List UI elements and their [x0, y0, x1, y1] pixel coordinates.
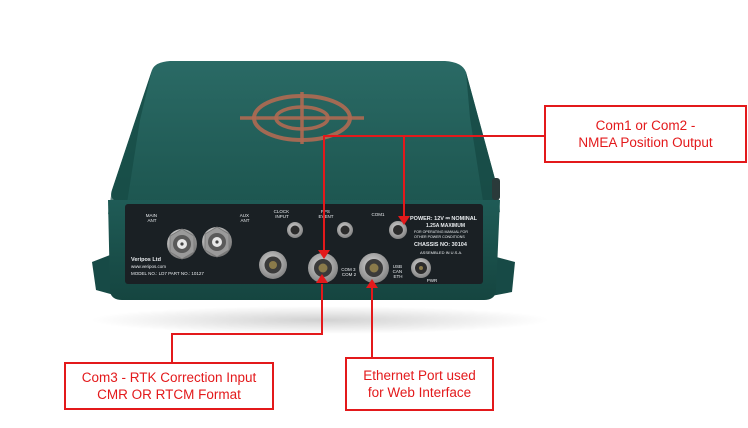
device-shadow: [90, 306, 550, 334]
com1-com2-callout: Com1 or Com2 - NMEA Position Output: [544, 105, 747, 163]
website-text: www.veripos.com: [131, 264, 166, 269]
assembled-text: ASSEMBLED IN U.S.A.: [420, 250, 462, 255]
chassis-number-text: CHASSIS NO: 30104: [414, 242, 468, 248]
callout-arrowheads: [316, 216, 410, 288]
arrowhead-com3-input: [316, 274, 328, 283]
arrowhead-ethernet: [366, 279, 378, 288]
ethernet-callout-line1: Ethernet Port used: [363, 368, 476, 383]
pps-event-label: PPS EVENT: [318, 209, 333, 219]
power-note-1: FOR OPERATING MANUAL FOR: [414, 230, 468, 234]
com1-port[interactable]: [389, 221, 407, 239]
crosshair-logo-icon: [240, 92, 364, 144]
clock-input-label: CLOCK INPUT: [274, 209, 291, 219]
maker-name: Veripos Ltd: [131, 257, 161, 263]
power-port[interactable]: [411, 258, 431, 278]
side-cable: [492, 178, 500, 200]
model-part-text: MODEL NO.: LD7 PART NO.: 10127: [131, 271, 204, 276]
main-antenna-connector[interactable]: [167, 228, 197, 260]
aux-antenna-connector[interactable]: [202, 226, 232, 258]
com2-callout-line: [403, 135, 544, 216]
usb-can-eth-label: USB CAN ETH: [393, 264, 404, 279]
com1-com2-callout-line2: NMEA Position Output: [578, 135, 713, 150]
com3-callout-line1: Com3 - RTK Correction Input: [81, 370, 257, 385]
main-ant-label: MAIN ANT: [146, 213, 159, 223]
ethernet-port[interactable]: [359, 253, 389, 283]
device-right-side: [466, 72, 500, 220]
device-top-surface: [111, 61, 499, 204]
clock-input-port[interactable]: [287, 222, 303, 238]
power-rating-text: POWER: 12V ⎓ NOMINAL: [410, 216, 478, 222]
power-note-2: OTHER POWER CONDITIONS: [414, 235, 465, 239]
aux-ant-label: AUX ANT: [240, 213, 251, 223]
arrowhead-com1-port: [398, 216, 410, 225]
com1-com2-callout-line1: Com1 or Com2 -: [595, 118, 696, 133]
com3-callout-line: [171, 284, 323, 362]
com1-label: COM1: [371, 212, 384, 217]
power-max-text: 1.25A MAXIMUM: [426, 223, 465, 229]
pwr-label: PWR: [427, 278, 438, 283]
com3-callout: Com3 - RTK Correction Input CMR OR RTCM …: [64, 362, 274, 410]
callout-lines: [171, 135, 544, 362]
com3-com2-label: COM 3 COM 2: [341, 267, 357, 277]
com3-callout-line2: CMR OR RTCM Format: [97, 387, 241, 402]
com3-com2-port[interactable]: [308, 253, 338, 283]
arrowhead-com3-port: [318, 250, 330, 259]
com-port-left[interactable]: [259, 251, 287, 279]
pps-event-port[interactable]: [337, 222, 353, 238]
ethernet-callout: Ethernet Port used for Web Interface: [345, 357, 494, 411]
ethernet-callout-line2: for Web Interface: [367, 385, 472, 400]
device-left-side: [108, 70, 152, 222]
